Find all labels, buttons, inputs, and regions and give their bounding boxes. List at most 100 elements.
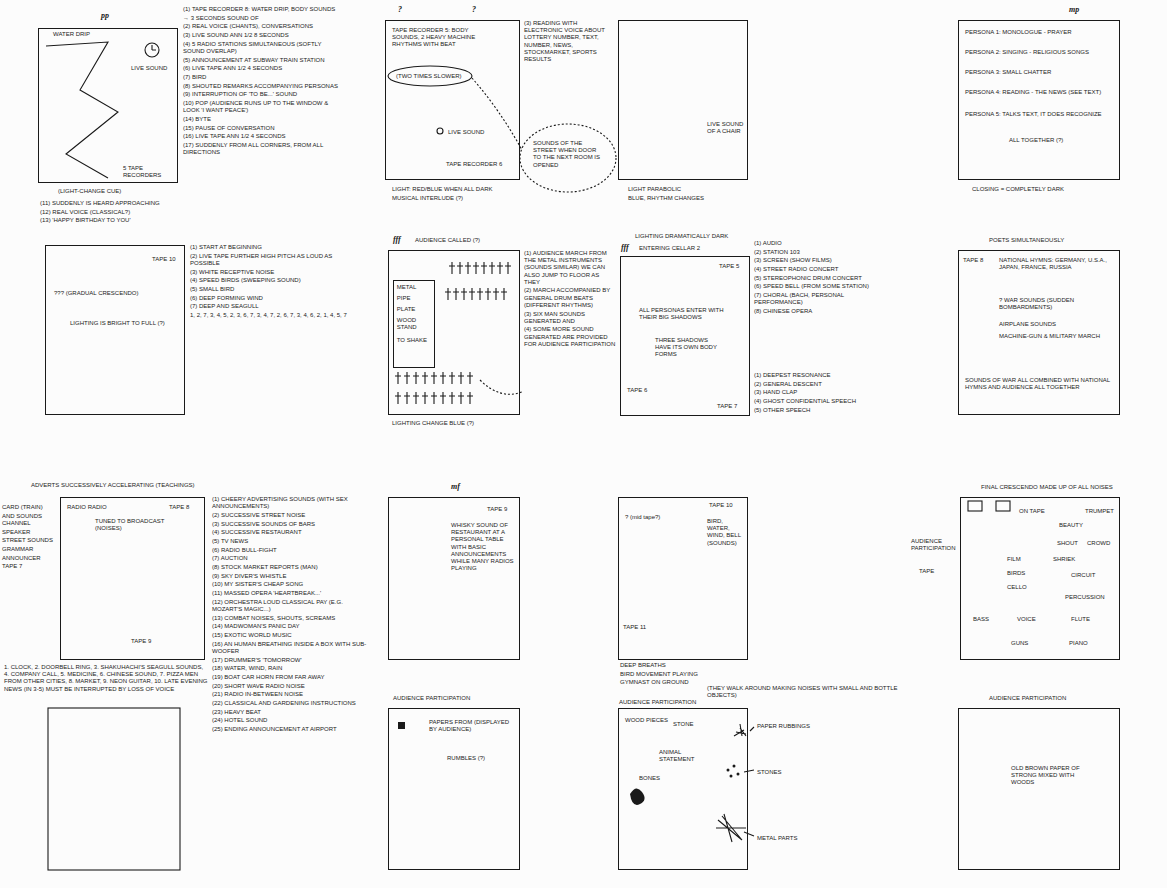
panel-note: PAPER RUBBINGS bbox=[757, 723, 811, 730]
blob-sketch bbox=[630, 788, 645, 804]
pebble-dot bbox=[727, 769, 730, 772]
dynamic-mark: fff bbox=[393, 235, 413, 245]
panel-note: ALL TOGETHER (?) bbox=[1009, 137, 1109, 144]
score-note: (7) DEEP AND SEAGULL bbox=[190, 303, 358, 310]
panel-note: BONES bbox=[639, 775, 669, 782]
score-note: (2) STATION 103 bbox=[754, 249, 872, 256]
pebble-dot bbox=[733, 765, 736, 768]
panel-note: TAPE 9 bbox=[487, 506, 517, 513]
score-note: (17) DRUMMER'S 'TOMORROW' bbox=[212, 657, 372, 664]
panel-note: FILM bbox=[1007, 556, 1035, 563]
sketch-panel: AUDIENCE PARTICIPATION(THEY WALK AROUND … bbox=[618, 708, 748, 870]
score-note: LIGHT PARABOLIC bbox=[628, 186, 740, 193]
score-note: AND SOUNDS CHANNEL bbox=[2, 513, 56, 527]
panel-note: BIRD, WATER, WIND, BELL (SOUNDS) bbox=[707, 518, 747, 547]
panel-note: WOOD STAND bbox=[397, 317, 433, 331]
panel-note: SHRIEK bbox=[1053, 556, 1085, 563]
sketch-panel: AUDIENCE PARTICIPATIONOLD BROWN PAPER OF… bbox=[958, 708, 1120, 870]
score-note: (21) RADIO IN-BETWEEN NOISE bbox=[212, 691, 372, 698]
score-note: (15) EXOTIC WORLD MUSIC bbox=[212, 632, 372, 639]
score-note: 1. CLOCK, 2. DOORBELL RING, 3. SHAKUHACH… bbox=[4, 664, 209, 693]
panel-note: LIVE SOUND bbox=[131, 65, 177, 72]
score-note: (1) START AT BEGINNING bbox=[190, 244, 358, 251]
panel-note: ADVERTS SUCCESSIVELY ACCELERATING (TEACH… bbox=[31, 482, 221, 489]
panel-note: LIGHTING IS BRIGHT TO FULL (?) bbox=[70, 320, 170, 327]
panel-note: METAL PARTS bbox=[757, 835, 811, 842]
panel-note: AIRPLANE SOUNDS bbox=[999, 321, 1109, 328]
dotted-oval bbox=[520, 124, 616, 192]
score-note: (13) COMBAT NOISES, SHOUTS, SCREAMS bbox=[212, 615, 372, 622]
score-note: (5) SMALL BIRD bbox=[190, 286, 358, 293]
sketch-panel: POETS SIMULTANEOUSLYTAPE 8NATIONAL HYMNS… bbox=[958, 250, 1120, 415]
panel-note: TAPE 9 bbox=[131, 638, 163, 645]
score-note: (14) BYTE bbox=[183, 116, 343, 123]
panel-note: BEAUTY bbox=[1059, 522, 1093, 529]
score-note: (3) SUCCESSIVE SOUNDS OF BARS bbox=[212, 521, 372, 528]
sketch-panel: ? (mid tape?)TAPE 10BIRD, WATER, WIND, B… bbox=[618, 497, 748, 660]
panel-note: LIVE SOUND OF A CHAIR bbox=[707, 121, 747, 135]
score-note: (7) AUCTION bbox=[212, 555, 372, 562]
score-note: (18) WATER, WIND, RAIN bbox=[212, 665, 372, 672]
score-note: (1) DEEPEST RESONANCE bbox=[754, 372, 874, 379]
empty-panel bbox=[48, 708, 180, 870]
panel-note: LIVE SOUND bbox=[448, 129, 492, 136]
score-note: GRAMMAR bbox=[2, 546, 56, 553]
dynamic-mark: ? bbox=[398, 5, 410, 15]
panel-note: AUDIENCE PARTICIPATION bbox=[911, 538, 957, 552]
audience-figures bbox=[445, 288, 507, 300]
panel-note: WATER DRIP bbox=[53, 31, 113, 38]
score-note: (6) SPEED BELL (FROM SOME STATION) bbox=[754, 283, 872, 290]
score-note: LIGHTING CHANGE BLUE (?) bbox=[392, 420, 516, 427]
panel-note: BIRDS bbox=[1007, 570, 1035, 577]
panel-note: RADIO RADIO bbox=[67, 504, 117, 511]
score-note: (4) STREET RADIO CONCERT bbox=[754, 266, 872, 273]
dotted-leader bbox=[472, 78, 522, 150]
score-note: BIRD MOVEMENT PLAYING bbox=[620, 671, 704, 678]
score-note: (22) CLASSICAL AND GARDENING INSTRUCTION… bbox=[212, 700, 372, 707]
score-note: (1) TAPE RECORDER 8: WATER DRIP, BODY SO… bbox=[183, 6, 343, 13]
panel-note: (TWO TIMES SLOWER) bbox=[396, 73, 466, 80]
score-note: (25) ENDING ANNOUNCEMENT AT AIRPORT bbox=[212, 726, 372, 733]
panel-note: TAPE bbox=[919, 568, 955, 575]
scribble-burst bbox=[734, 724, 746, 736]
score-note: (2) REAL VOICE (CHANTS), CONVERSATIONS bbox=[183, 23, 343, 30]
score-note: → 3 SECONDS SOUND OF bbox=[183, 15, 343, 22]
panel-note: TAPE RECORDER 6 bbox=[446, 161, 516, 168]
sketch-panel: ??TAPE RECORDER 5: BODY SOUNDS, 2 HEAVY … bbox=[385, 20, 520, 180]
panel-note: TAPE 7 bbox=[717, 403, 745, 410]
score-note: (4) SOME MORE SOUND GENERATED ARE PROVID… bbox=[524, 326, 616, 348]
panel-note: ENTERING CELLAR 2 bbox=[639, 245, 749, 252]
pebble-dot bbox=[730, 775, 733, 778]
score-note: (10) MY SISTER'S CHEAP SONG bbox=[212, 581, 372, 588]
panel-note: MACHINE-GUN & MILITARY MARCH bbox=[999, 333, 1117, 340]
dynamic-mark: mf bbox=[451, 482, 471, 492]
score-note: ANNOUNCER bbox=[2, 555, 56, 562]
sketch-panel: LIVE SOUND OF A CHAIR bbox=[618, 20, 748, 180]
leader-line bbox=[744, 727, 754, 836]
panel-note: PIANO bbox=[1069, 640, 1099, 647]
panel-note: ANIMAL STATEMENT bbox=[659, 749, 715, 763]
panel-note: RUMBLES (?) bbox=[447, 755, 513, 762]
panel-note: AUDIENCE PARTICIPATION bbox=[989, 695, 1109, 702]
scribble-hatch bbox=[716, 814, 746, 842]
panel-note: WHISKY SOUND OF RESTAURANT AT A PERSONAL… bbox=[451, 522, 517, 572]
panel-note: ON TAPE bbox=[1019, 508, 1055, 515]
panel-note: TAPE 6 bbox=[627, 387, 657, 394]
sketch-panel: mpPERSONA 1: MONOLOGUE - PRAYERPERSONA 2… bbox=[958, 20, 1120, 180]
panel-note: TO SHAKE bbox=[397, 337, 433, 344]
sketch-panel: ADVERTS SUCCESSIVELY ACCELERATING (TEACH… bbox=[60, 497, 205, 660]
sketch-panel: FINAL CRESCENDO MADE UP OF ALL NOISESAUD… bbox=[960, 497, 1120, 660]
score-note: (5) TV NEWS bbox=[212, 538, 372, 545]
panel-note: SOUNDS OF WAR ALL COMBINED WITH NATIONAL… bbox=[965, 377, 1115, 391]
panel-note: WOOD PIECES bbox=[625, 717, 669, 724]
panel-note: AUDIENCE PARTICIPATION bbox=[393, 695, 517, 702]
score-note: (2) LIVE TAPE FURTHER HIGH PITCH AS LOUD… bbox=[190, 253, 358, 267]
dotted-leader bbox=[480, 380, 522, 394]
panel-note: ? (mid tape?) bbox=[625, 514, 681, 521]
score-note: (6) DEEP FORMING WIND bbox=[190, 295, 358, 302]
panel-note: FINAL CRESCENDO MADE UP OF ALL NOISES bbox=[981, 484, 1119, 491]
score-note: (8) SHOUTED REMARKS ACCOMPANYING PERSONA… bbox=[183, 83, 343, 90]
dynamic-mark: mp bbox=[1069, 5, 1093, 15]
sketch-panel: ppWATER DRIPLIVE SOUND5 TAPE RECORDERS bbox=[38, 28, 178, 183]
